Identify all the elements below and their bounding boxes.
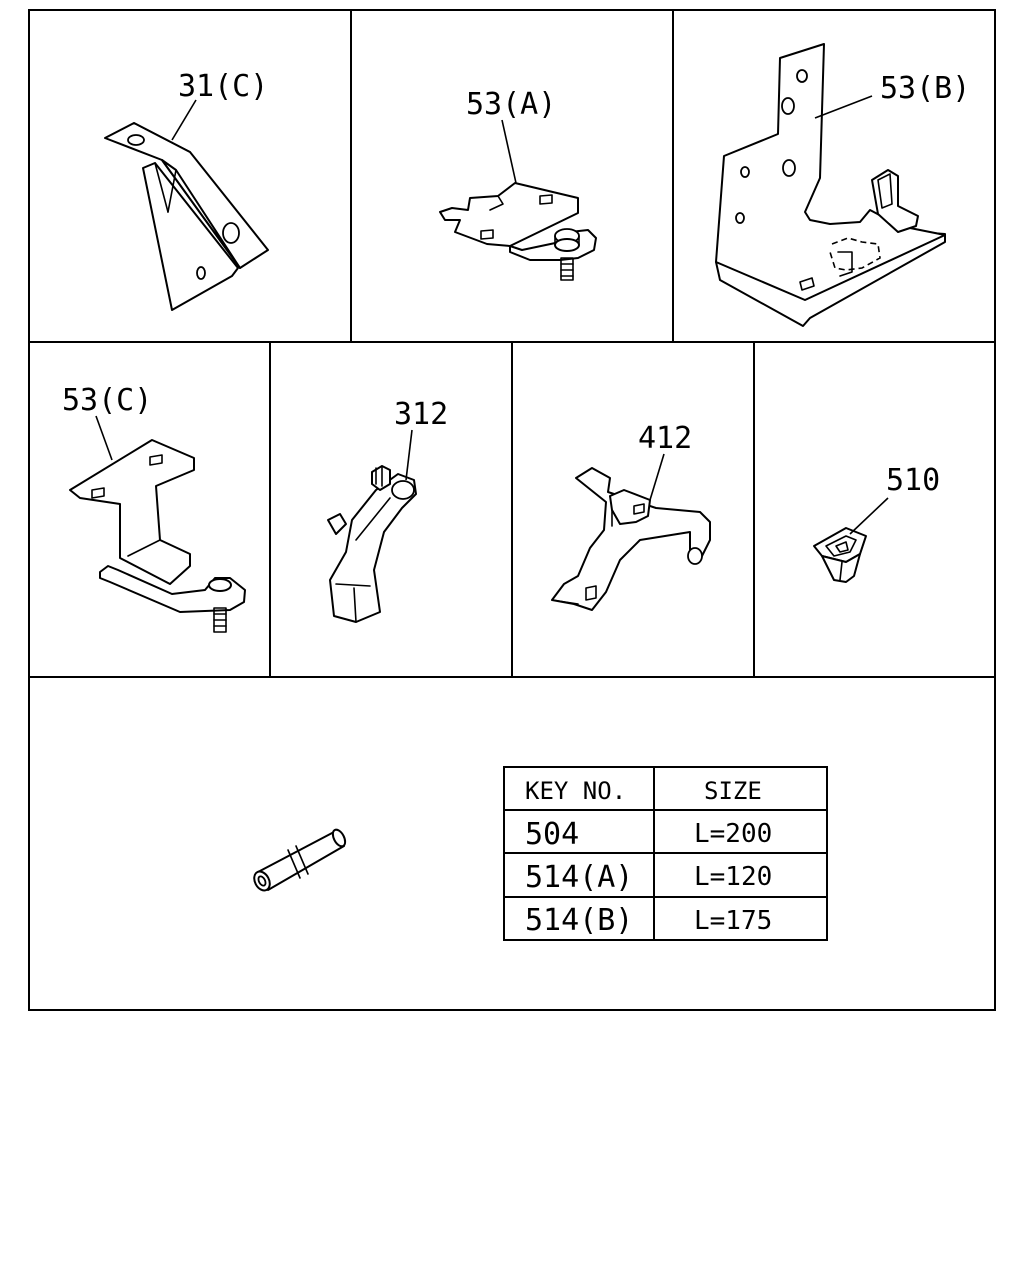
callout-53c: 53(C) (62, 383, 152, 418)
tube-end-far (331, 828, 347, 848)
tube-break-mark-2 (295, 845, 309, 875)
part-412[interactable]: 412 (551, 421, 711, 611)
callout-53a: 53(A) (466, 87, 556, 122)
part-412-drawing (551, 467, 711, 611)
part-53c-drawing (69, 439, 246, 633)
size-table: KEY NO. SIZE 504 L=200 514(A) L=120 514(… (503, 766, 828, 941)
callout-510: 510 (886, 463, 940, 498)
callout-53b: 53(B) (880, 71, 970, 106)
callout-53b-leader (814, 95, 873, 119)
part-53c[interactable]: 53(C) (62, 383, 246, 633)
outer-frame (28, 9, 996, 1011)
callout-412-leader (649, 453, 665, 501)
size-table-size-cell: L=175 (694, 906, 772, 936)
size-table-key-cell: 514(A) (525, 860, 633, 895)
callout-53a-leader (501, 119, 517, 184)
part-31c[interactable]: 31(C) (104, 69, 269, 311)
callout-31c-leader (171, 99, 197, 141)
size-table-size-cell: L=200 (694, 819, 772, 849)
size-table-key-cell: 514(B) (525, 903, 633, 938)
part-510[interactable]: 510 (813, 463, 940, 583)
tube-break-mark-1 (287, 849, 301, 879)
part-312-drawing (327, 465, 417, 623)
callout-312-leader (405, 429, 413, 481)
callout-412: 412 (638, 421, 692, 456)
callout-312: 312 (394, 397, 448, 432)
size-table-size-cell: L=120 (694, 862, 772, 892)
size-table-key-cell: 504 (525, 817, 579, 852)
tube-body (257, 831, 345, 891)
callout-510-leader (849, 497, 889, 535)
callout-31c: 31(C) (178, 69, 268, 104)
size-table-header-key: KEY NO. (525, 777, 626, 805)
size-table-header-size: SIZE (704, 777, 762, 805)
panel-grid (28, 9, 996, 1011)
part-510-drawing (813, 527, 867, 583)
part-53b-drawing (715, 43, 946, 327)
tube-part[interactable] (251, 828, 348, 893)
part-53a[interactable]: 53(A) (439, 87, 597, 281)
part-31c-drawing (104, 122, 269, 311)
part-53b[interactable]: 53(B) (715, 43, 970, 327)
part-53a-drawing (439, 182, 597, 281)
tube-bore (257, 875, 267, 887)
callout-53c-leader (95, 415, 113, 461)
part-312[interactable]: 312 (327, 397, 448, 623)
